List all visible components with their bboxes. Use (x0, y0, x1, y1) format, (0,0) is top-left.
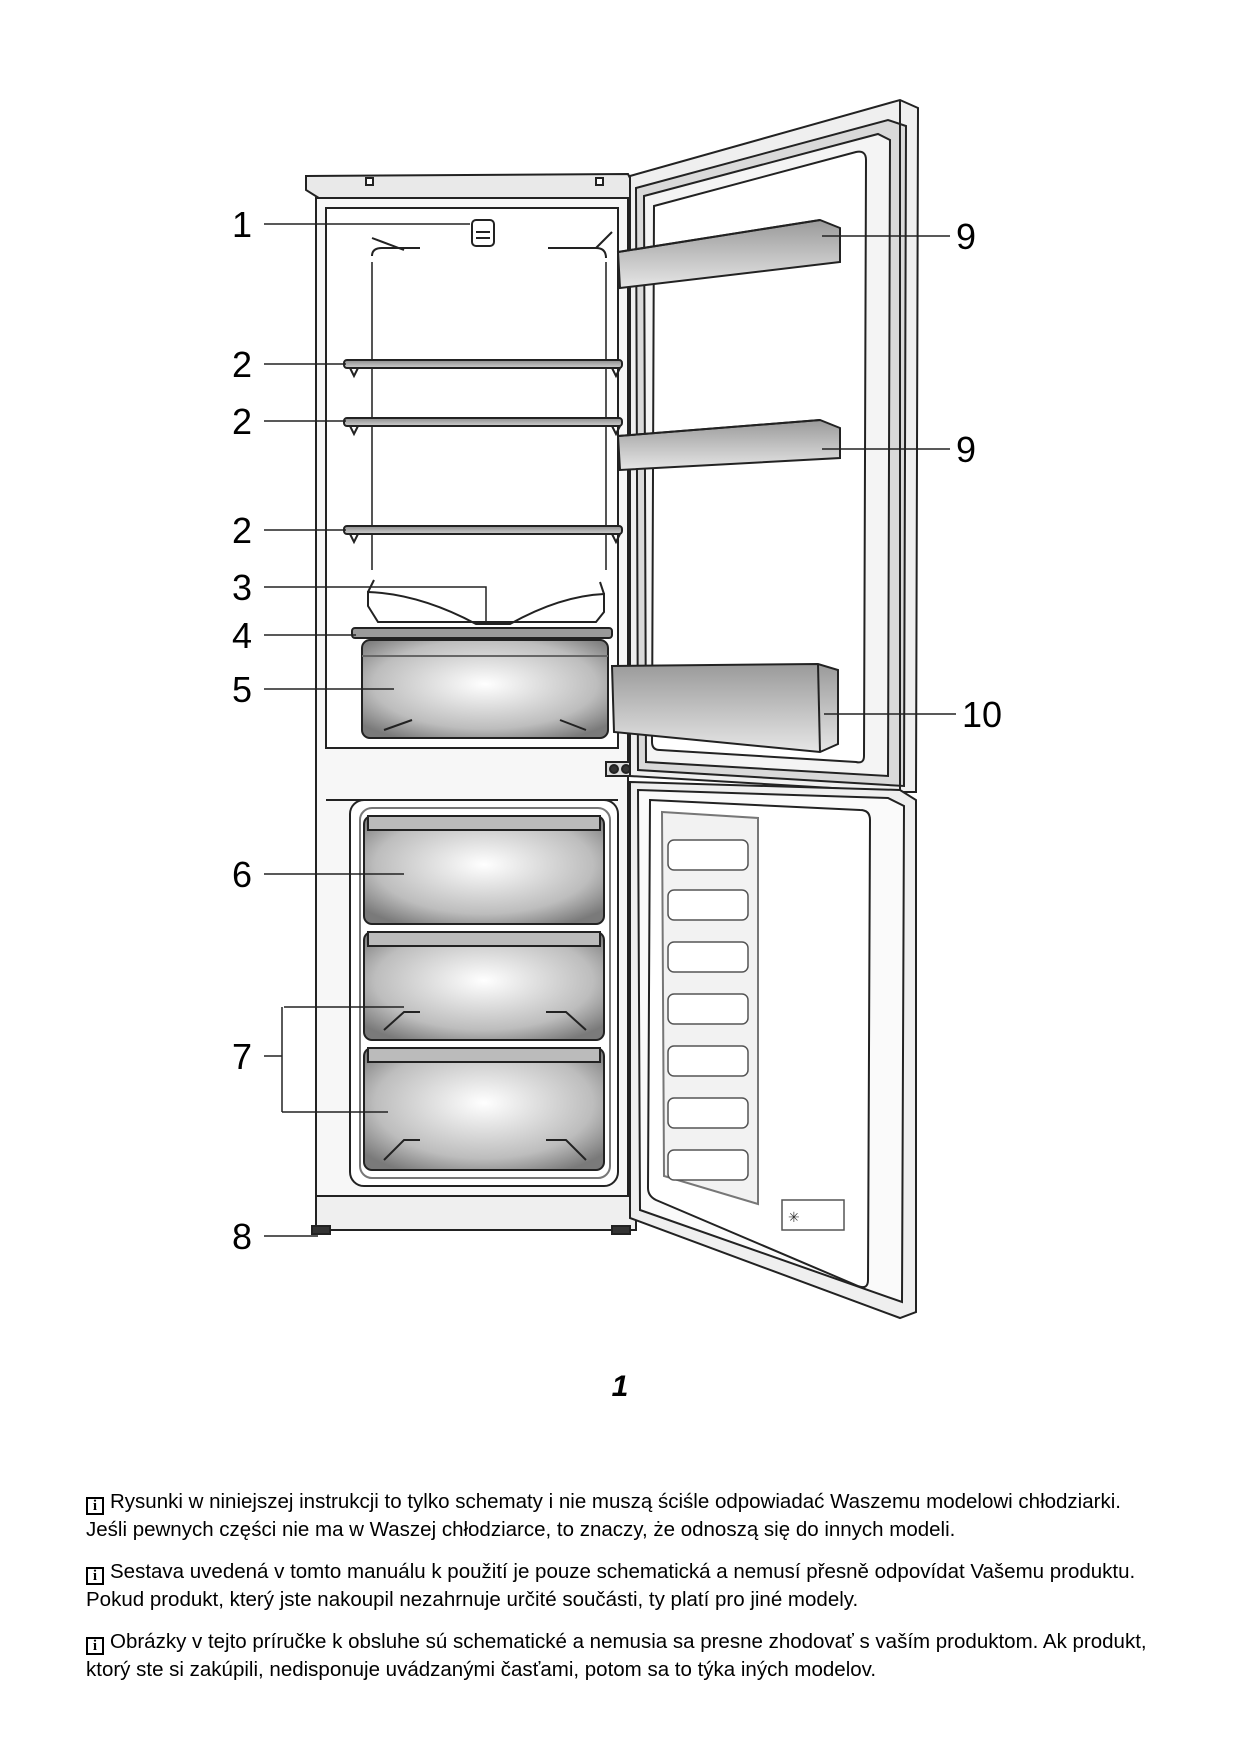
callout-5: 5 (232, 669, 252, 710)
callout-7: 7 (232, 1036, 252, 1077)
info-icon: i (86, 1637, 104, 1655)
freezer-drawer-middle (363, 931, 605, 1041)
info-icon: i (86, 1497, 104, 1515)
bottle-shelf (610, 662, 839, 754)
callout-10: 10 (962, 694, 1002, 735)
note-text: Obrázky v tejto príručke k obsluhe sú sc… (86, 1630, 1147, 1681)
callout-2: 2 (232, 510, 252, 551)
door-shelves (616, 218, 841, 472)
figure-number: 1 (611, 1370, 629, 1403)
note-text: Sestava uvedená v tomto manuálu k použit… (86, 1560, 1136, 1611)
freezer-drawer-top (363, 815, 605, 925)
callout-8: 8 (232, 1216, 252, 1257)
svg-text:✳: ✳ (788, 1210, 800, 1226)
callout-2: 2 (232, 344, 252, 385)
crisper-cover-tray (367, 579, 605, 625)
freezer-drawers (363, 815, 605, 1171)
leader-lines (264, 223, 956, 1237)
freezer-door: ✳ (629, 780, 917, 1320)
freezer-drawer-bottom (363, 1047, 605, 1171)
star-rating-label (781, 1199, 845, 1231)
glass-shelf (343, 417, 623, 427)
info-icon: i (86, 1567, 104, 1585)
callout-6: 6 (232, 854, 252, 895)
refrigerator-diagram: ✳ 1 2 2 2 3 4 5 6 7 8 9 9 10 (232, 98, 1002, 1320)
thermostat-light (471, 219, 495, 247)
note-text: Rysunki w niniejszej instrukcji to tylko… (86, 1490, 1121, 1541)
glass-shelf (343, 359, 623, 369)
callout-4: 4 (232, 615, 252, 656)
glass-shelves (343, 359, 623, 545)
callout-9: 9 (956, 216, 976, 257)
callout-3: 3 (232, 567, 252, 608)
crisper-cover (351, 627, 613, 639)
callout-9: 9 (956, 429, 976, 470)
crisper-bin (361, 639, 609, 739)
callout-1: 1 (232, 204, 252, 245)
glass-shelf (343, 525, 623, 535)
callout-2: 2 (232, 401, 252, 442)
